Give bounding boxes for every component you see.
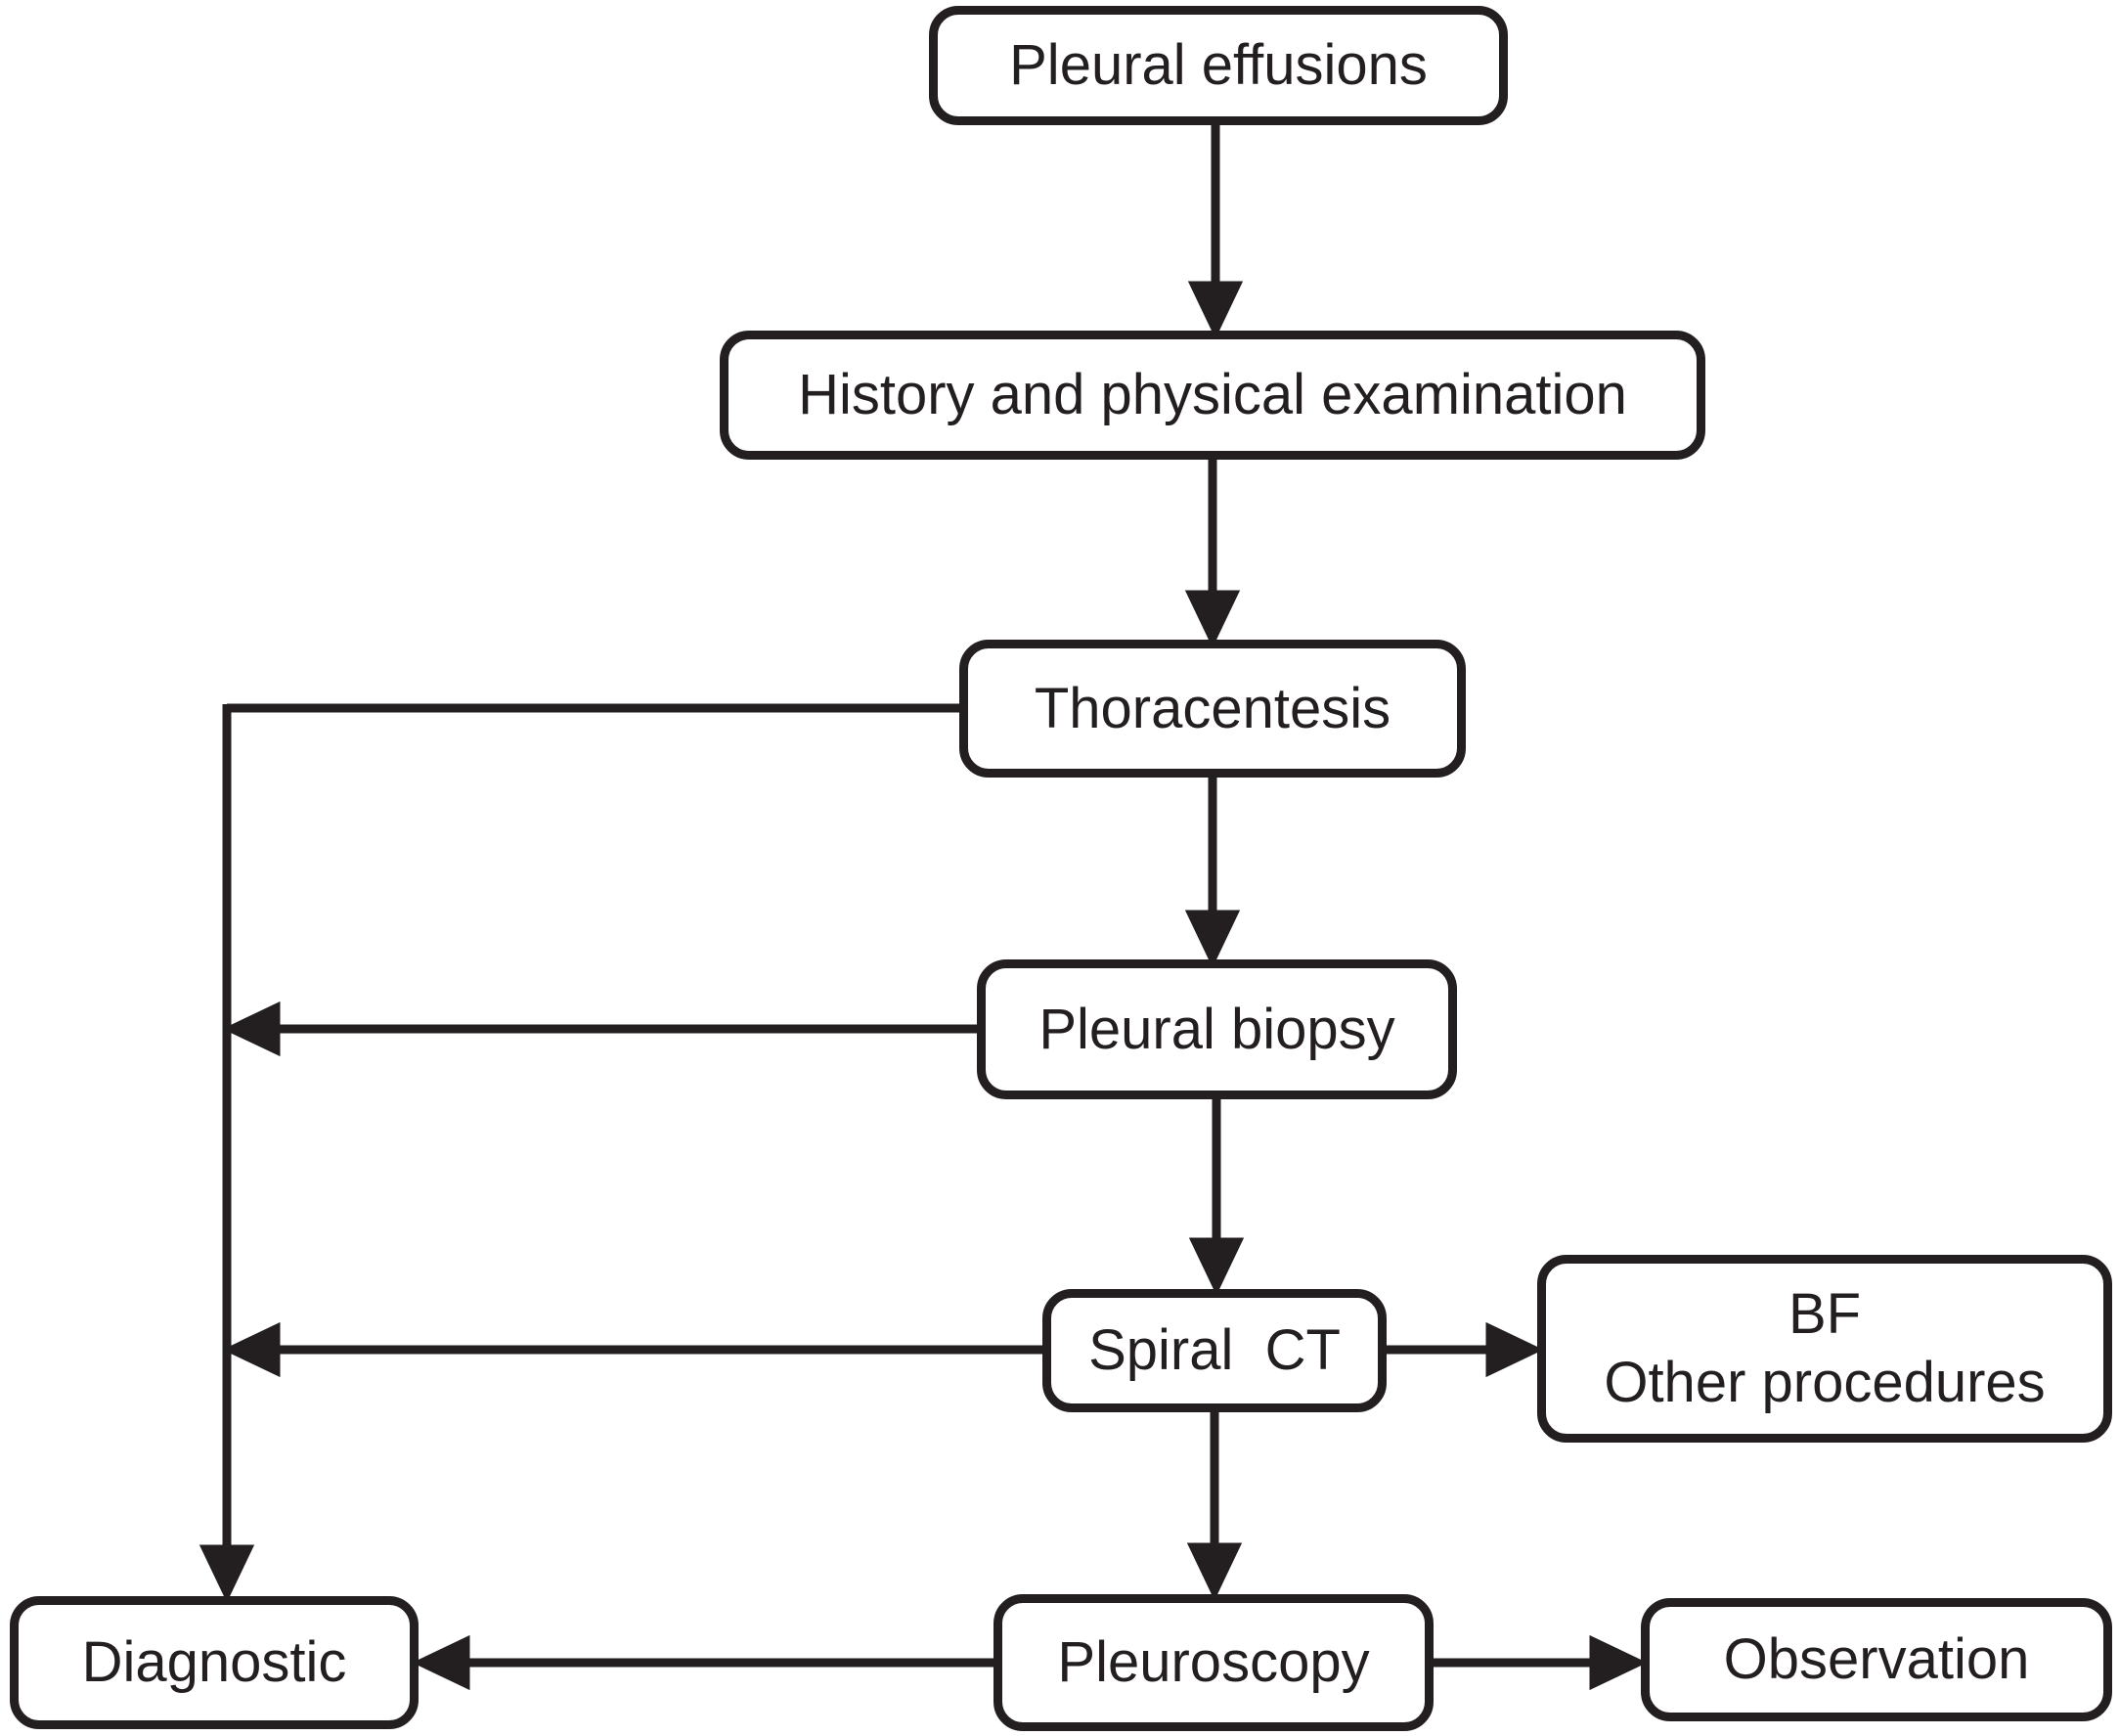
node-pleural-effusions: Pleural effusions [929, 6, 1508, 125]
node-pleural-biopsy: Pleural biopsy [977, 959, 1457, 1099]
arrowhead-history-thoracentesis [1184, 590, 1241, 648]
node-observation-label: Observation [1723, 1627, 2030, 1692]
node-pleuroscopy: Pleuroscopy [993, 1594, 1434, 1731]
arrowhead-spiralct-spine [222, 1321, 281, 1378]
arrowhead-biopsy-spine [222, 1001, 281, 1057]
node-other-procedures-label: Other procedures [1604, 1351, 2046, 1414]
node-diagnostic: Diagnostic [10, 1596, 419, 1729]
arrowhead-spiralct-pleuroscopy [1186, 1542, 1243, 1601]
node-bf-other-procedures: BF Other procedures [1537, 1255, 2112, 1443]
node-thoracentesis: Thoracentesis [959, 640, 1466, 778]
node-pleural-effusions-label: Pleural effusions [1009, 33, 1428, 98]
arrowhead-spine-diagnostic [199, 1544, 255, 1603]
node-bf-label: BF [1788, 1282, 1862, 1347]
node-diagnostic-label: Diagnostic [81, 1630, 347, 1695]
node-spiral-ct-label: Spiral CT [1088, 1318, 1341, 1383]
arrowhead-pleuroscopy-diagnostic [412, 1634, 470, 1691]
node-observation: Observation [1641, 1598, 2112, 1721]
node-thoracentesis-label: Thoracentesis [1034, 676, 1391, 740]
node-history-physical-examination-label: History and physical examination [798, 363, 1627, 427]
arrowhead-spiralct-bf [1485, 1321, 1544, 1378]
arrowhead-biopsy-spiralct [1188, 1237, 1245, 1296]
arrowhead-pleuroscopy-observation [1589, 1634, 1648, 1691]
node-spiral-ct: Spiral CT [1042, 1289, 1387, 1412]
node-pleural-biopsy-label: Pleural biopsy [1038, 997, 1395, 1061]
node-history-physical-examination: History and physical examination [720, 331, 1705, 460]
arrowhead-effusions-history [1187, 281, 1244, 339]
arrowhead-thoracentesis-biopsy [1184, 910, 1241, 968]
node-pleuroscopy-label: Pleuroscopy [1057, 1630, 1370, 1695]
